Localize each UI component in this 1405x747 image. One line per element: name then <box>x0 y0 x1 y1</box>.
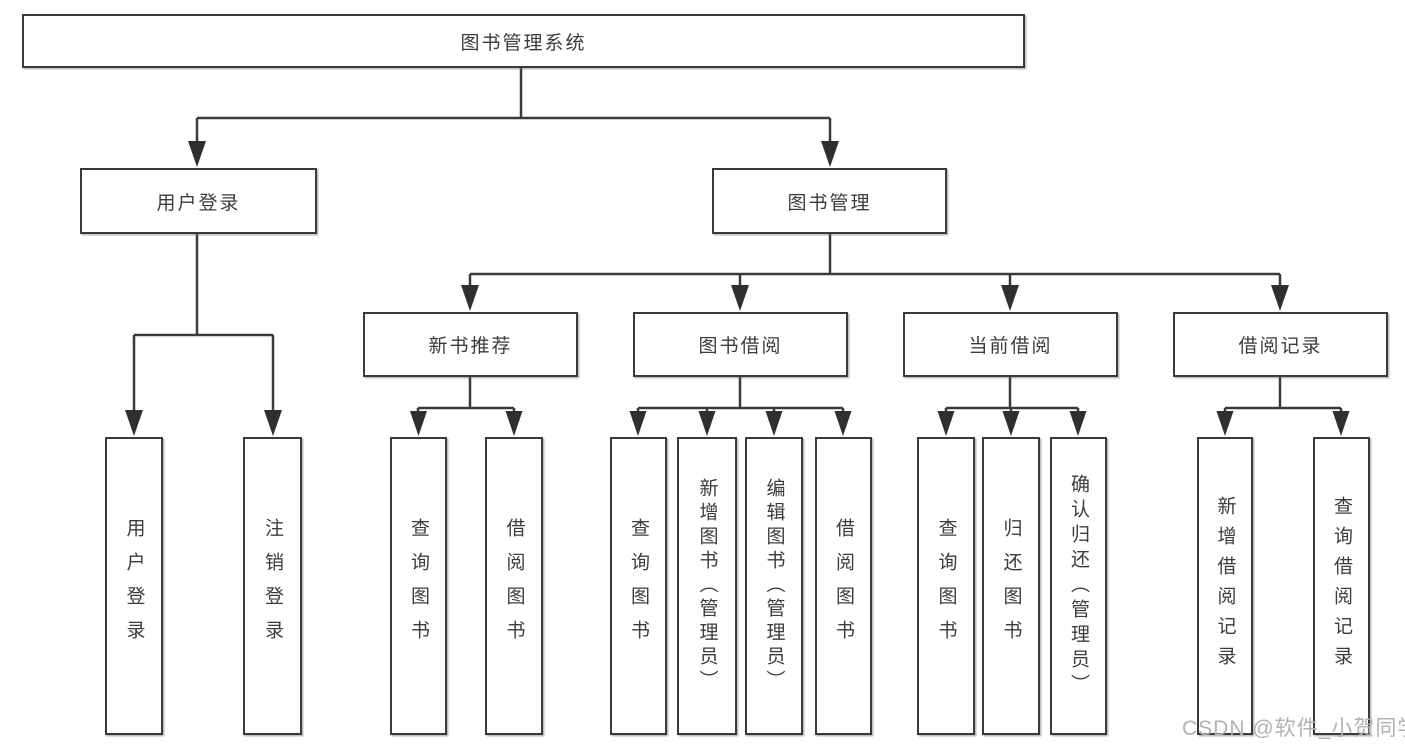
node-book-management: 图书管理 <box>712 168 947 234</box>
csdn-watermark: CSDN @软件_小贺同学 <box>1182 717 1405 740</box>
leaf-query-borrow-record: 查询借阅记录 <box>1313 437 1370 735</box>
leaf-return-books: 归还图书 <box>982 437 1040 735</box>
leaf-newbooks-query-books: 查询图书 <box>390 437 447 735</box>
leaf-newbooks-borrow-books: 借阅图书 <box>485 437 543 735</box>
node-borrow-records-label: 借阅记录 <box>1238 336 1323 357</box>
leaf-return-books-label: 归还图书 <box>1000 518 1022 654</box>
arrowheads <box>125 141 1350 436</box>
leaf-current-query-books: 查询图书 <box>917 437 975 735</box>
leaf-logout: 注销登录 <box>243 437 302 735</box>
node-user-login: 用户登录 <box>80 168 317 234</box>
leaf-user-login: 用户登录 <box>105 437 163 735</box>
node-current-borrow: 当前借阅 <box>903 312 1118 377</box>
node-current-borrow-label: 当前借阅 <box>968 336 1053 357</box>
leaf-logout-label: 注销登录 <box>262 518 283 654</box>
leaf-edit-books-admin: 编辑图书（管理员） <box>745 437 803 735</box>
leaf-confirm-return-admin: 确认归还（管理员） <box>1050 437 1107 735</box>
node-book-management-label: 图书管理 <box>787 192 872 214</box>
node-root-system: 图书管理系统 <box>22 14 1025 68</box>
node-book-borrow: 图书借阅 <box>633 312 848 377</box>
leaf-user-login-label: 用户登录 <box>123 518 145 654</box>
leaf-edit-books-admin-label: 编辑图书（管理员） <box>763 478 785 694</box>
node-user-login-label: 用户登录 <box>156 192 241 214</box>
leaf-add-books-admin-label: 新增图书（管理员） <box>696 478 718 694</box>
leaf-add-borrow-record-label: 新增借阅记录 <box>1214 496 1236 676</box>
leaf-query-borrow-record-label: 查询借阅记录 <box>1331 496 1352 676</box>
node-borrow-records: 借阅记录 <box>1173 312 1388 377</box>
leaf-borrow-query-books-label: 查询图书 <box>628 518 649 654</box>
leaf-current-query-books-label: 查询图书 <box>935 518 957 654</box>
leaf-add-borrow-record: 新增借阅记录 <box>1197 437 1253 735</box>
leaf-newbooks-query-books-label: 查询图书 <box>408 518 429 654</box>
leaf-confirm-return-admin-label: 确认归还（管理员） <box>1068 473 1089 699</box>
node-new-book-recommend: 新书推荐 <box>363 312 578 377</box>
leaf-add-books-admin: 新增图书（管理员） <box>677 437 737 735</box>
node-book-borrow-label: 图书借阅 <box>698 336 783 357</box>
leaf-newbooks-borrow-books-label: 借阅图书 <box>503 518 525 654</box>
node-root-label: 图书管理系统 <box>460 32 587 54</box>
leaf-borrow-borrow-books-label: 借阅图书 <box>833 518 854 654</box>
leaf-borrow-query-books: 查询图书 <box>610 437 667 735</box>
node-new-book-recommend-label: 新书推荐 <box>428 336 513 357</box>
leaf-borrow-borrow-books: 借阅图书 <box>815 437 872 735</box>
